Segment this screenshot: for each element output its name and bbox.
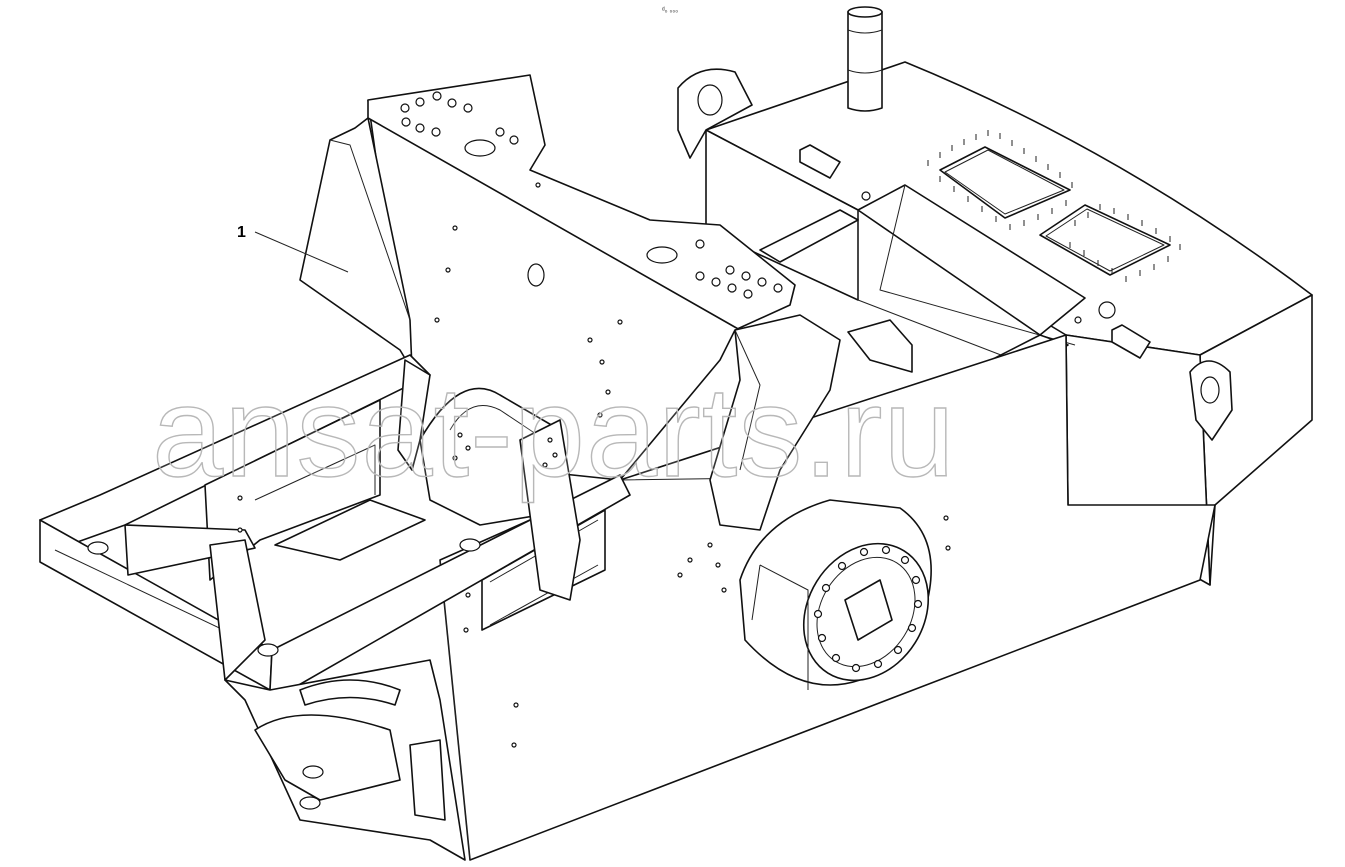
side-gusset-plate: [254, 117, 413, 371]
watermark-text: ansat-parts.ru: [152, 361, 956, 504]
sheet-code: ᵈ₀ ₀₀₀: [662, 7, 678, 14]
boom-mount: [709, 314, 841, 531]
callout-leader: [254, 231, 349, 273]
swing-ring-drum: [739, 499, 932, 690]
front-outrigger-frame: [39, 354, 631, 691]
lower-legs: [224, 515, 951, 861]
part-callout-1: 1: [237, 224, 246, 241]
upright-bulkhead: [367, 74, 796, 481]
frame-drawing: [39, 6, 1313, 861]
